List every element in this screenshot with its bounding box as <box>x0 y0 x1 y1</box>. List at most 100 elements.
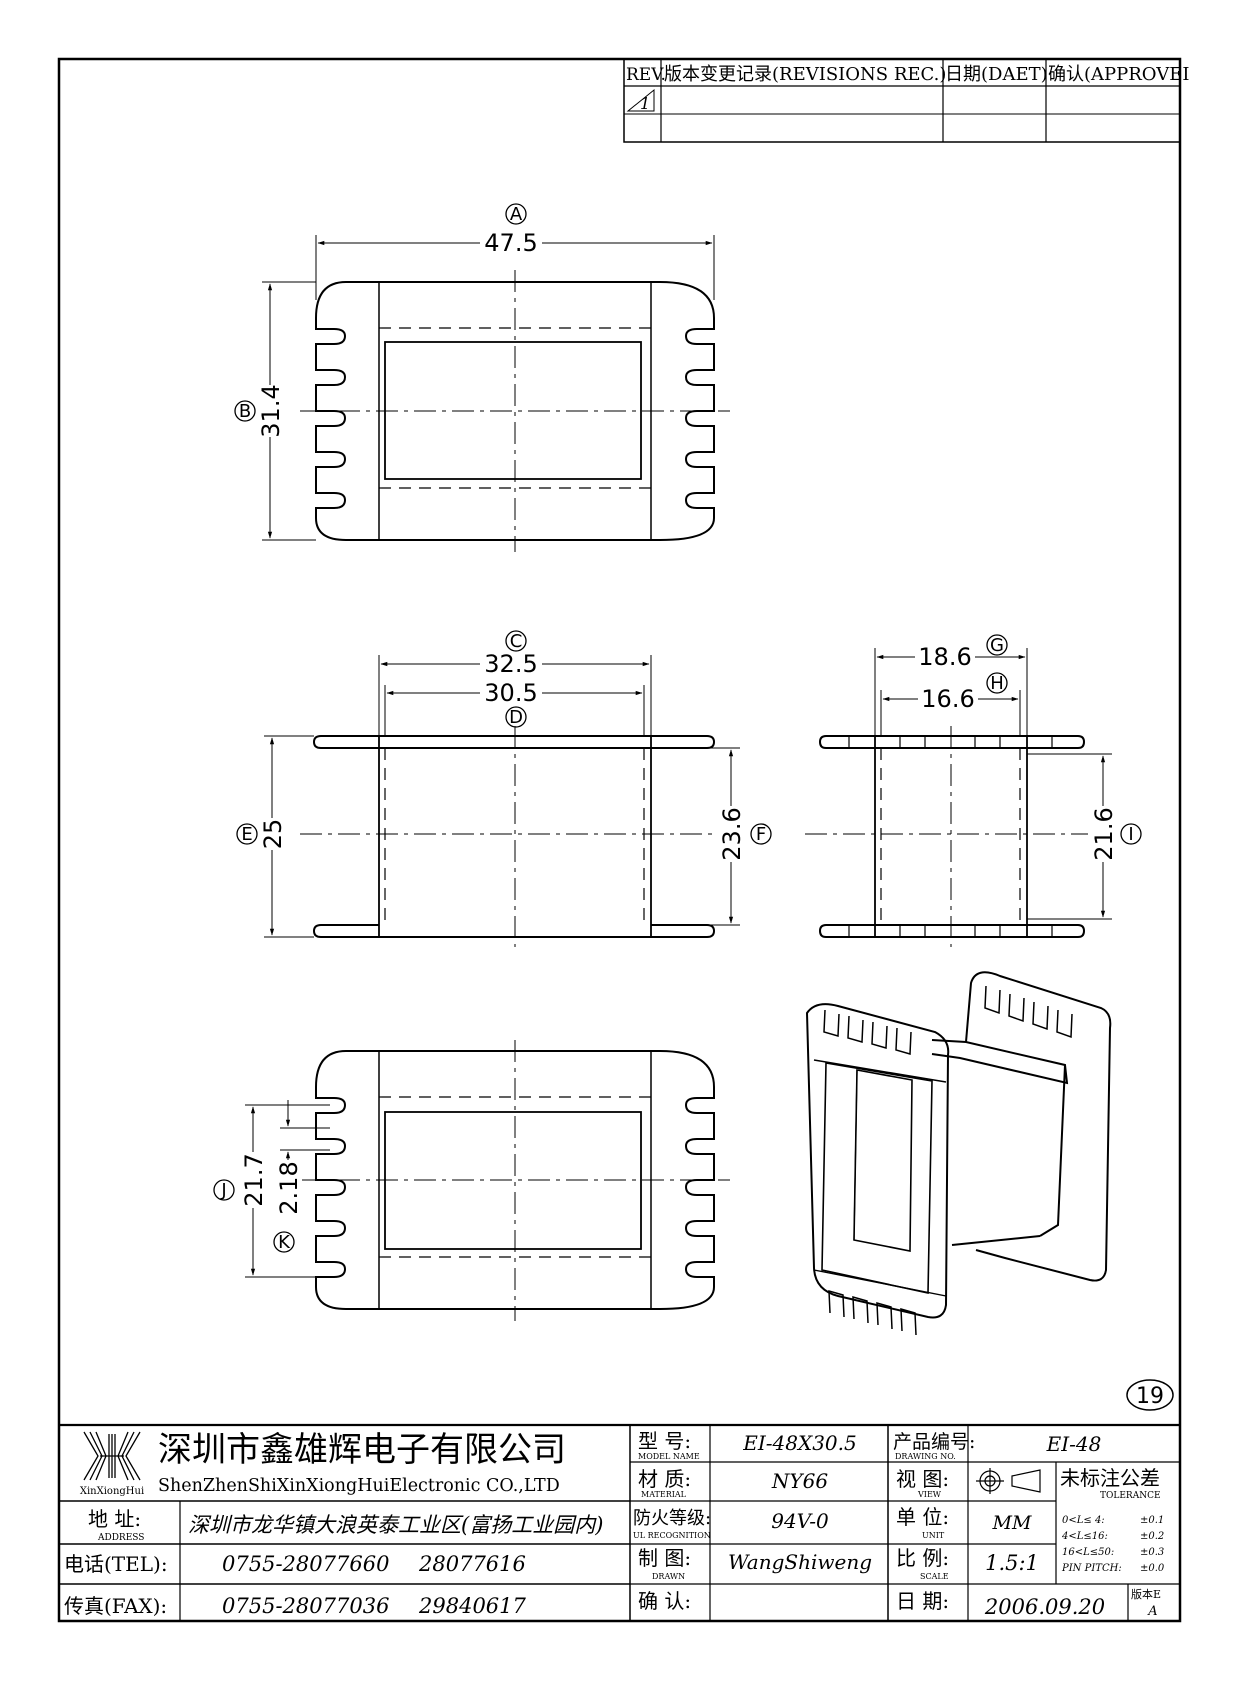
tolerance-label-en: TOLERANCE <box>1100 1491 1161 1501</box>
dim-d-value: 30.5 <box>484 679 537 707</box>
date-value: 2006.09.20 <box>984 1595 1105 1619</box>
dim-k-value: 2.18 <box>275 1161 303 1214</box>
tolerance-range-1: 4<L≤16: <box>1061 1531 1108 1542</box>
bobbin-outline <box>315 281 715 541</box>
view-label: 视 图: <box>896 1467 949 1491</box>
callout-c: C <box>510 631 523 652</box>
callout-j: J <box>220 1180 226 1201</box>
drawn-label-en: DRAWN <box>652 1572 685 1581</box>
view-label-en: VIEW <box>917 1490 942 1499</box>
flange-top-right <box>644 735 716 749</box>
title-block: XinXiongHui 深圳市鑫雄辉电子有限公司 ShenZhenShiXinX… <box>59 1423 1180 1621</box>
model-label: 型 号: <box>638 1429 691 1453</box>
revision-triangle-icon <box>626 88 655 112</box>
fax-label: 传真(FAX): <box>64 1594 167 1618</box>
fax-value-1: 0755-28077036 <box>222 1594 389 1618</box>
isometric-view <box>805 971 1112 1336</box>
address-label: 地 址: <box>88 1507 141 1531</box>
callout-a: A <box>510 204 523 225</box>
company-name-cn: 深圳市鑫雄辉电子有限公司 <box>158 1430 566 1470</box>
scale-value: 1.5:1 <box>985 1551 1039 1575</box>
tolerance-range-2: 16<L≤50: <box>1062 1547 1114 1558</box>
company-logo <box>83 1431 141 1481</box>
model-label-en: MODEL NAME <box>638 1452 700 1461</box>
tel-value-2: 28077616 <box>418 1552 526 1576</box>
flame-label: 防火等级: <box>633 1508 711 1529</box>
dim-g-value: 18.6 <box>918 643 971 671</box>
flame-value: 94V-0 <box>771 1509 829 1533</box>
callout-i-bubble <box>1120 823 1142 845</box>
callout-k-bubble <box>273 1231 295 1253</box>
top-view: 47.5 A 31.4 B <box>234 203 730 552</box>
callout-a-bubble <box>505 203 527 225</box>
side-view: 18.6 G 16.6 H 21.6 I <box>805 634 1142 947</box>
address-label-en: ADDRESS <box>97 1533 144 1543</box>
unit-label: 单 位: <box>896 1505 949 1529</box>
dim-e-value: 25 <box>259 819 287 850</box>
callout-g-bubble <box>986 634 1008 656</box>
material-label: 材 质: <box>638 1467 691 1491</box>
bottom-view: 21.7 J 2.18 K <box>213 1040 730 1321</box>
revision-table: REV. 版本变更记录(REVISIONS REC.) 日期(DAET) 确认(… <box>623 58 1190 143</box>
callout-e-bubble <box>236 823 258 845</box>
callout-c-bubble <box>505 630 527 652</box>
dim-j-value: 21.7 <box>240 1153 268 1206</box>
drawn-label: 制 图: <box>638 1546 691 1570</box>
projection-symbol-icon <box>976 1468 1041 1494</box>
drawing-no-label-en: DRAWING NO. <box>895 1452 956 1461</box>
confirm-label: 确 认: <box>638 1589 691 1613</box>
callout-j-bubble <box>213 1179 235 1201</box>
callout-h-bubble <box>986 672 1008 694</box>
callout-f: F <box>756 824 766 845</box>
callout-d-bubble <box>505 706 527 728</box>
rev-number: 1 <box>640 94 650 113</box>
unit-label-en: UNIT <box>922 1531 945 1540</box>
scale-label: 比 例: <box>896 1546 949 1570</box>
logo-text: XinXiongHui <box>80 1486 144 1497</box>
version-value: A <box>1147 1604 1157 1619</box>
model-value: EI-48X30.5 <box>742 1431 856 1455</box>
drawing-no-label: 产品编号: <box>893 1431 975 1453</box>
tolerance-label: 未标注公差 <box>1060 1466 1160 1490</box>
page-number: 19 <box>1126 1379 1174 1411</box>
flange-top-left <box>312 735 384 749</box>
date-header: 日期(DAET) <box>945 64 1048 85</box>
version-label: 版本E <box>1131 1587 1161 1601</box>
tolerance-range-3: PIN PITCH: <box>1061 1563 1122 1574</box>
callout-h: H <box>990 673 1004 694</box>
page-number-text: 19 <box>1136 1384 1164 1409</box>
scale-label-en: SCALE <box>920 1572 949 1581</box>
callout-g: G <box>990 635 1004 656</box>
tolerance-value-1: ±0.2 <box>1140 1531 1164 1542</box>
tel-value-1: 0755-28077660 <box>222 1552 389 1576</box>
tel-label: 电话(TEL): <box>64 1552 168 1576</box>
material-label-en: MATERIAL <box>641 1490 687 1499</box>
callout-e: E <box>241 824 252 845</box>
callout-f-bubble <box>750 823 772 845</box>
address-value: 深圳市龙华镇大浪英泰工业区(富扬工业园内) <box>188 1513 603 1537</box>
callout-i: I <box>1128 824 1133 845</box>
dim-a-value: 47.5 <box>484 229 537 257</box>
rev-header: REV. <box>626 65 666 85</box>
dim-c-value: 32.5 <box>484 650 537 678</box>
dim-i-value: 21.6 <box>1090 807 1118 860</box>
approve-header: 确认(APPROVEI <box>1048 64 1190 85</box>
unit-value: MM <box>992 1512 1032 1534</box>
fax-value-2: 29840617 <box>418 1594 527 1618</box>
tolerance-value-2: ±0.3 <box>1140 1547 1164 1558</box>
date-label: 日 期: <box>896 1589 949 1613</box>
material-value: NY66 <box>771 1469 828 1493</box>
callout-b-bubble <box>234 400 256 422</box>
tolerance-value-3: ±0.0 <box>1140 1563 1165 1574</box>
record-header: 版本变更记录(REVISIONS REC.) <box>664 64 946 85</box>
callout-k: K <box>278 1232 291 1253</box>
company-name-en: ShenZhenShiXinXiongHuiElectronic CO.,LTD <box>158 1476 560 1496</box>
sheet-border <box>57 57 1182 1623</box>
callout-b: B <box>239 401 251 422</box>
flange-bottom-left <box>312 924 379 938</box>
tolerance-range-0: 0<L≤ 4: <box>1062 1515 1105 1526</box>
dim-f-value: 23.6 <box>718 807 746 860</box>
drawing-no-value: EI-48 <box>1046 1432 1102 1456</box>
dim-b-value: 31.4 <box>257 384 285 437</box>
